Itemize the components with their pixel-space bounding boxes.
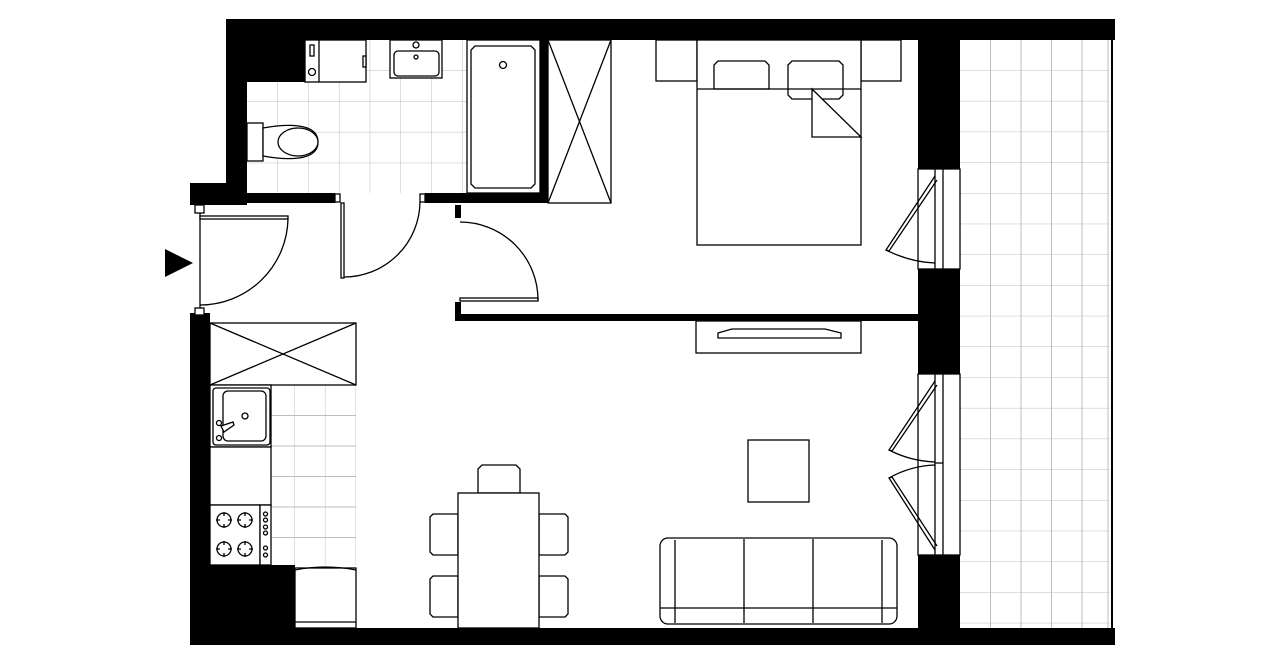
- living-room-window[interactable]: [887, 373, 961, 556]
- tv: [717, 328, 842, 339]
- entry-door[interactable]: [194, 204, 289, 316]
- kitchen-counter: [209, 446, 272, 506]
- dining-table: [457, 492, 540, 629]
- bathroom-bottom-wall-left: [247, 193, 335, 203]
- pillow: [713, 60, 770, 90]
- walls: [190, 19, 1115, 645]
- toilet: [246, 122, 319, 162]
- tv-unit: [695, 320, 862, 354]
- kitchen-tile-backsplash: [271, 385, 356, 565]
- bedroom-living-divider: [455, 314, 918, 321]
- bathroom-door[interactable]: [334, 193, 426, 279]
- chair: [429, 513, 459, 556]
- nightstand: [655, 39, 698, 82]
- bathroom-bottom-wall-right: [425, 193, 548, 203]
- exterior-wall-right-1: [918, 40, 960, 169]
- nightstand: [860, 39, 902, 82]
- bedroom-door-jamb: [455, 205, 461, 218]
- bottom-wall: [190, 628, 1115, 645]
- dining-set: [429, 464, 569, 629]
- kitchen-sink: [209, 384, 272, 448]
- washing-machine: [304, 39, 367, 83]
- bedroom-door-jamb-lower: [455, 302, 461, 315]
- stove-knobs: [262, 511, 269, 558]
- balcony: [960, 19, 1113, 645]
- blanket-fold: [811, 87, 863, 138]
- entrance-arrow-icon: [165, 249, 193, 277]
- chair: [538, 513, 569, 556]
- kitchen-corner-block: [190, 565, 295, 645]
- burner-icon: [216, 512, 253, 557]
- fridge-cabinet: [209, 322, 357, 386]
- chair: [429, 575, 459, 618]
- exterior-wall-right-2: [918, 269, 960, 374]
- bed-set: [655, 39, 902, 246]
- bedroom-door[interactable]: [459, 221, 539, 302]
- entry-wall-stub: [190, 183, 247, 205]
- top-wall: [226, 19, 1115, 40]
- wardrobe: [547, 39, 612, 204]
- chair: [477, 464, 521, 494]
- bathroom-corner-block: [247, 40, 305, 82]
- sofa: [659, 537, 898, 625]
- chair: [538, 575, 569, 618]
- stove: [209, 504, 272, 566]
- bedroom-window[interactable]: [884, 168, 961, 270]
- kitchen-left-wall: [190, 313, 210, 645]
- bathtub: [466, 39, 541, 194]
- bathroom-left-wall: [226, 19, 247, 203]
- bathroom-sink: [389, 39, 443, 79]
- coffee-table: [747, 439, 810, 503]
- kitchen-appliance-cabinet: [294, 566, 357, 629]
- bathtub-partition-wall: [540, 40, 548, 203]
